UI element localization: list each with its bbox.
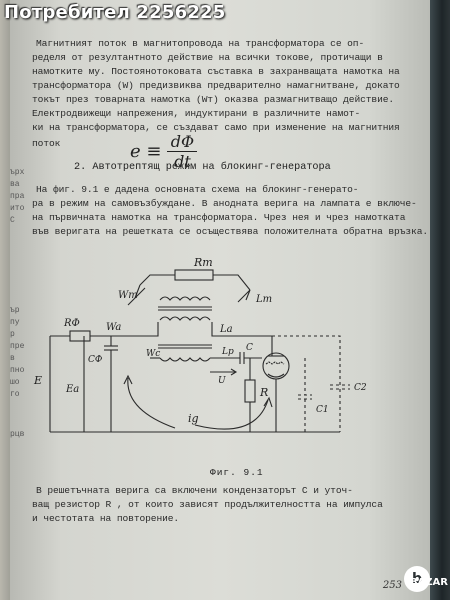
body-line: поток [32, 138, 61, 149]
margin-note: пу [10, 318, 20, 327]
body-line: В решетъчната верига са включени конденз… [36, 485, 353, 496]
wt-arrow [127, 287, 146, 306]
winding-lt-lead [245, 289, 251, 301]
lt-arrow [237, 289, 251, 303]
resistor-rt [174, 269, 214, 281]
body-line: трансформатора (W) предизвиква предварит… [32, 80, 400, 91]
label-cf: CФ [88, 355, 103, 365]
resistor-rf [69, 330, 91, 342]
label-c2: C2 [354, 383, 367, 393]
current-arrow [127, 377, 176, 429]
formula-numerator: dΦ [170, 132, 195, 151]
label-e: E [33, 374, 42, 387]
margin-note: пно [10, 366, 25, 375]
formula-denominator: dt [174, 152, 191, 171]
label-c1: C1 [316, 405, 329, 415]
stray-wire [272, 335, 341, 385]
bazar-logo-icon: b [404, 566, 430, 592]
tube-grid [265, 361, 285, 365]
book-spine [430, 0, 450, 600]
arrowhead [263, 396, 273, 408]
winding-wt-coil [159, 296, 211, 301]
label-lt: Lт [255, 294, 272, 305]
label-c: C [246, 343, 253, 353]
body-line: във веригата на решетката се осъществява… [32, 226, 429, 237]
anode-lead [211, 322, 273, 348]
margin-note: рцв [10, 430, 25, 439]
blocking-oscillator-circuit: Rт Wт Lт RФ Wa La CФ Wс Lр C U R E Ea ig… [33, 256, 367, 433]
tube-cathode [267, 373, 285, 378]
margin-note: С [10, 216, 15, 225]
body-line: Електродвижещи напрежения, индуктирани в… [32, 108, 361, 119]
winding-wc-coil [159, 357, 211, 362]
margin-note: пре [10, 342, 25, 351]
label-lc: Lр [221, 347, 234, 357]
margin-note: ърх [10, 168, 25, 177]
label-ea: Ea [65, 384, 79, 395]
label-wa: Wa [106, 322, 121, 333]
winding-wt-lead [134, 284, 141, 299]
body-line: ващ резистор R , от които зависят продъл… [32, 499, 383, 510]
margin-note: го [10, 390, 20, 399]
body-line: ки на трансформатора, се създават само п… [32, 122, 400, 133]
previous-page-edge [0, 0, 12, 600]
seller-watermark: Потребител 2256225 [4, 2, 226, 23]
arrowhead [123, 374, 133, 385]
resistor-r [244, 379, 256, 403]
margin-note: р [10, 330, 15, 339]
margin-note: ито [10, 204, 25, 213]
page-number: 253 [382, 580, 402, 591]
formula-lhs: e ≡ [130, 141, 162, 162]
figure-caption: Фиг. 9.1 [210, 467, 264, 478]
formula-fraction: dΦ dt [167, 132, 198, 171]
label-la: La [219, 324, 233, 335]
arrowhead [230, 368, 238, 376]
body-line: намотките му. Постоянотоковата съставка … [32, 66, 400, 77]
body-line: Магнитният поток в магнитопровода на тра… [36, 38, 365, 49]
vacuum-tube [262, 352, 290, 380]
label-wc: Wс [146, 349, 160, 359]
book-page: ърх ва пра ито С ър пу р пре в пно шо го… [10, 0, 432, 600]
body-line: ределя от резултантното действие на всич… [32, 52, 383, 63]
label-ig: ig [188, 412, 199, 425]
label-r: R [259, 386, 268, 399]
current-arrow [194, 399, 269, 430]
margin-note: пра [10, 192, 25, 201]
margin-note: ва [10, 180, 20, 189]
section-heading: 2. Автотрептящ режим на блокинг-генерато… [74, 162, 331, 173]
emf-formula: e ≡ dΦ dt [130, 132, 198, 171]
load-wire [213, 274, 251, 291]
label-rt: Rт [193, 256, 213, 269]
body-line: и честотата на повторение. [32, 513, 180, 524]
body-line: токът през товарната намотка (Wт) оказва… [32, 94, 395, 105]
top-rail [90, 322, 159, 337]
load-wire [139, 274, 175, 286]
margin-note: шо [10, 378, 20, 387]
bazar-logo-text: BAZAR [409, 577, 448, 588]
margin-note: ър [10, 306, 20, 315]
fraction-bar [167, 151, 198, 152]
label-wt: Wт [118, 290, 138, 301]
body-line: на първичната намотка на трансформатора.… [32, 212, 406, 223]
label-rf: RФ [63, 318, 80, 329]
body-line: На фиг. 9.1 е дадена основната схема на … [36, 184, 359, 195]
label-u: U [218, 376, 226, 386]
winding-la-coil [159, 316, 211, 321]
body-line: ра в режим на самовъзбуждане. В анодната… [32, 198, 417, 209]
margin-note: в [10, 354, 15, 363]
